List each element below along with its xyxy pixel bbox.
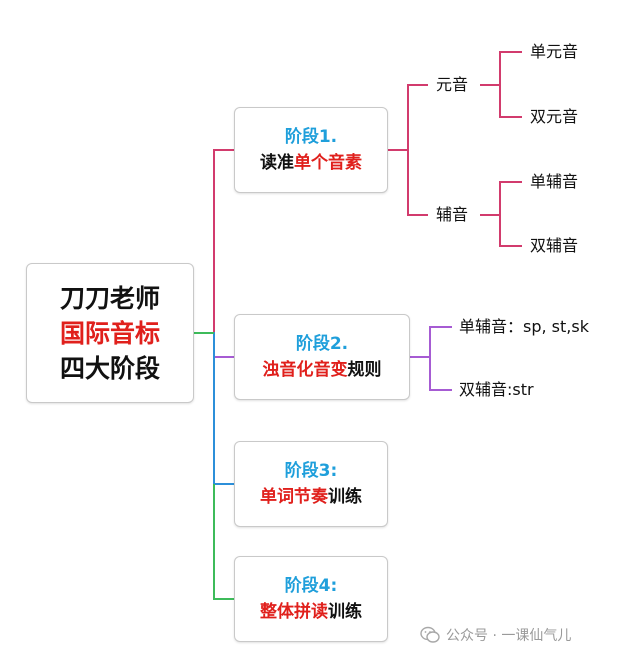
stage4-title: 阶段4: [284, 576, 338, 596]
stage1-emphasis: 单个音素 [294, 153, 362, 173]
stage3-node: 阶段3: 单词节奏训练 [234, 441, 388, 527]
single-consonant-label: 单辅音 [530, 172, 579, 191]
root-to-stage2-line [213, 333, 234, 358]
watermark-text: 公众号 · 一课仙气儿 [446, 628, 572, 644]
stage3-text: 单词节奏训练 [260, 484, 362, 510]
consonant-to-children-line [480, 181, 522, 247]
stage1-to-vowel-line [388, 84, 428, 151]
root-node: 刀刀老师 国际音标 四大阶段 [26, 263, 194, 403]
stage1-title: 阶段1. [284, 127, 338, 147]
stage3-emphasis: 单词节奏 [260, 487, 328, 507]
stage2-node: 阶段2. 浊音化音变规则 [234, 314, 410, 400]
stage1-to-consonant-line [407, 150, 428, 216]
root-line2: 国际音标 [59, 318, 160, 348]
stage2-title: 阶段2. [295, 334, 349, 354]
stage1-text: 读准单个音素 [260, 150, 362, 176]
stage4-post: 训练 [328, 602, 362, 622]
stage3-post: 训练 [328, 487, 362, 507]
root-to-stage1-line [194, 149, 234, 334]
double-consonant-label: 双辅音 [530, 236, 579, 255]
stage1-node: 阶段1. 读准单个音素 [234, 107, 388, 193]
stage4-text: 整体拼读训练 [260, 599, 362, 625]
consonant-label: 辅音 [436, 205, 469, 224]
stage2-to-children-line [410, 326, 452, 391]
wechat-icon [420, 626, 440, 643]
watermark: 公众号 · 一课仙气儿 [420, 625, 571, 645]
monophthong-label: 单元音 [530, 42, 579, 61]
root-to-stage3-line [194, 332, 234, 485]
stage2-post: 规则 [347, 360, 382, 380]
stage4-emphasis: 整体拼读 [260, 602, 328, 622]
root-line1: 刀刀老师 [59, 283, 160, 313]
stage3-title: 阶段3: [284, 461, 338, 481]
diphthong-label: 双元音 [530, 107, 579, 126]
root-line3: 四大阶段 [59, 353, 160, 383]
vowel-label: 元音 [436, 75, 469, 94]
vowel-to-children-line [480, 51, 522, 118]
stage2-single-consonant-label: 单辅音：sp, st,sk [459, 317, 589, 336]
root-to-stage4-line [213, 484, 234, 600]
stage1-pre: 读准 [260, 153, 294, 173]
stage2-text: 浊音化音变规则 [263, 357, 382, 383]
stage2-double-consonant-label: 双辅音:str [459, 380, 534, 399]
stage4-node: 阶段4: 整体拼读训练 [234, 556, 388, 642]
stage2-emphasis: 浊音化音变 [262, 360, 348, 380]
